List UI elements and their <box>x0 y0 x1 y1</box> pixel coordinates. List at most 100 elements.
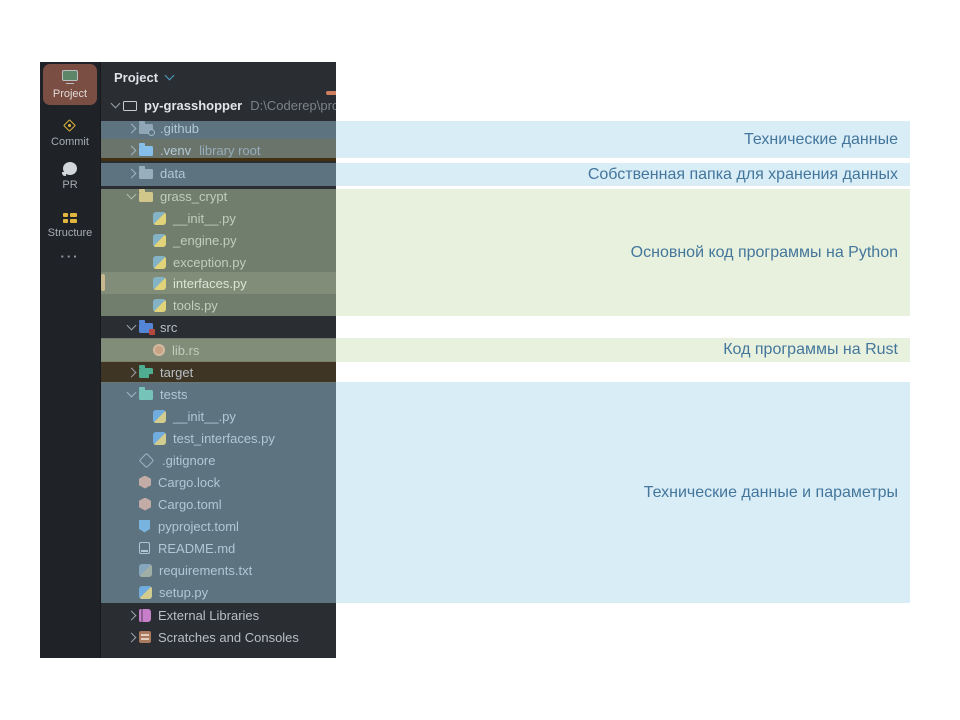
toml-icon <box>139 519 150 533</box>
tree-item-tests[interactable]: tests <box>101 383 336 405</box>
tree-item-requirements-txt[interactable]: requirements.txt <box>101 559 336 581</box>
stripe-item-label: Project <box>52 88 88 100</box>
chevron-right-icon <box>126 168 136 178</box>
tree-item-test-interfaces-py[interactable]: test_interfaces.py <box>101 427 336 449</box>
tree-item-label: _engine.py <box>173 232 237 248</box>
tree-item-label: setup.py <box>159 584 209 600</box>
tree-item-exception-py[interactable]: exception.py <box>101 251 336 273</box>
tree-item-pyproject-toml[interactable]: pyproject.toml <box>101 515 336 537</box>
tree-item-root[interactable]: py-grasshopper D:\Coderep\produc <box>101 94 336 116</box>
project-icon <box>62 70 78 84</box>
tree-item-target[interactable]: target <box>101 361 336 383</box>
chevron-box <box>123 123 139 133</box>
external-libraries-icon <box>139 608 151 622</box>
tree-item-label: __init__.py <box>173 408 236 424</box>
project-folder-icon <box>123 101 137 111</box>
tree-item-label: test_interfaces.py <box>173 430 275 446</box>
python-icon <box>153 255 166 269</box>
annotation-text: Основной код программы на Python <box>630 243 898 261</box>
tree-item-data[interactable]: data <box>101 162 336 184</box>
structure-icon <box>62 212 77 223</box>
tree-item-label: .venv <box>160 142 192 158</box>
stripe-more-button[interactable]: ··· <box>60 249 80 264</box>
annotation-text: Технические данные <box>743 130 898 148</box>
stripe-item-label: PR <box>62 179 78 191</box>
stripe-item-pr[interactable]: PR <box>62 162 78 191</box>
chevron-box <box>107 98 123 109</box>
python-icon <box>153 276 166 290</box>
tree-item-label: pyproject.toml <box>158 518 239 534</box>
tree-item-tools-py[interactable]: tools.py <box>101 294 336 316</box>
tree-item-external-libraries[interactable]: External Libraries <box>101 604 336 626</box>
stripe-item-structure[interactable]: Structure <box>47 212 93 239</box>
tree-item-init-py[interactable]: __init__.py <box>101 207 336 229</box>
package-folder-icon <box>139 189 153 202</box>
tree-item-scratches[interactable]: Scratches and Consoles <box>101 626 336 648</box>
more-icon: ··· <box>60 249 80 264</box>
venv-folder-icon <box>139 143 153 156</box>
tree-item-grass-crypt[interactable]: grass_crypt <box>101 185 336 207</box>
stripe-item-project[interactable]: Project <box>43 64 97 105</box>
tree-item-tests-init-py[interactable]: __init__.py <box>101 405 336 427</box>
annotation-text: Технические данные и параметры <box>643 483 898 501</box>
orange-marker <box>326 91 336 95</box>
rust-icon <box>153 344 165 356</box>
python-icon <box>153 211 166 225</box>
tree-item-src[interactable]: src <box>101 316 336 338</box>
tree-item-venv[interactable]: .venv library root <box>101 139 336 161</box>
tree-item-label: target <box>160 364 194 380</box>
tree-item-label: grass_crypt <box>160 188 228 204</box>
tree-item-label: Cargo.lock <box>158 474 221 490</box>
python-icon <box>153 233 166 247</box>
selection-marker <box>101 274 105 291</box>
cargo-icon <box>139 475 151 489</box>
chevron-box <box>123 145 139 155</box>
tree-item-github[interactable]: .github <box>101 117 336 139</box>
chevron-down-icon <box>110 98 120 109</box>
annotation-text: Код программы на Rust <box>723 341 898 358</box>
chevron-box <box>123 320 139 331</box>
data-folder-icon <box>139 166 153 179</box>
tool-window-header[interactable]: Project <box>101 62 336 92</box>
git-icon <box>138 452 155 468</box>
commit-icon <box>63 118 77 132</box>
tree-item-engine-py[interactable]: _engine.py <box>101 229 336 251</box>
tree-item-readme-md[interactable]: README.md <box>101 537 336 559</box>
python-icon <box>139 585 152 599</box>
chevron-right-icon <box>126 610 136 620</box>
chevron-box <box>123 632 139 642</box>
github-folder-icon <box>139 121 155 136</box>
excluded-folder-icon <box>139 365 155 380</box>
chevron-down-icon <box>126 320 136 331</box>
tree-item-cargo-toml[interactable]: Cargo.toml <box>101 493 336 515</box>
tree-item-gitignore[interactable]: .gitignore <box>101 449 336 471</box>
chevron-box <box>123 168 139 178</box>
tree-item-label: External Libraries <box>158 607 260 623</box>
ide-window: Project Commit PR Structure ··· Project … <box>40 62 336 658</box>
chevron-right-icon <box>126 145 136 155</box>
tree-item-label: README.md <box>158 540 236 556</box>
chevron-box <box>123 189 139 200</box>
tree-item-interfaces-py[interactable]: interfaces.py <box>101 272 336 294</box>
tree-item-label: Scratches and Consoles <box>158 629 299 645</box>
stripe-item-label: Structure <box>47 227 93 239</box>
tree-item-label: exception.py <box>173 254 246 270</box>
chevron-box <box>123 367 139 377</box>
tree-item-setup-py[interactable]: setup.py <box>101 581 336 603</box>
tree-item-label: tests <box>160 386 188 402</box>
requirements-icon <box>139 563 152 577</box>
tree-item-lib-rs[interactable]: lib.rs <box>101 339 336 361</box>
source-folder-icon <box>139 320 155 335</box>
tree-item-label: lib.rs <box>172 342 200 358</box>
tree-item-label: requirements.txt <box>159 562 253 578</box>
annotation-text: Собственная папка для хранения данных <box>587 165 898 183</box>
chevron-down-icon <box>126 387 136 398</box>
chevron-down-icon <box>164 70 175 81</box>
project-root-name: py-grasshopper <box>144 97 243 113</box>
chevron-down-icon <box>126 189 136 200</box>
tree-item-cargo-lock[interactable]: Cargo.lock <box>101 471 336 493</box>
tests-folder-icon <box>139 387 153 400</box>
python-icon <box>153 409 166 423</box>
tool-window-stripe: Project Commit PR Structure ··· <box>40 62 100 658</box>
stripe-item-commit[interactable]: Commit <box>51 118 89 148</box>
